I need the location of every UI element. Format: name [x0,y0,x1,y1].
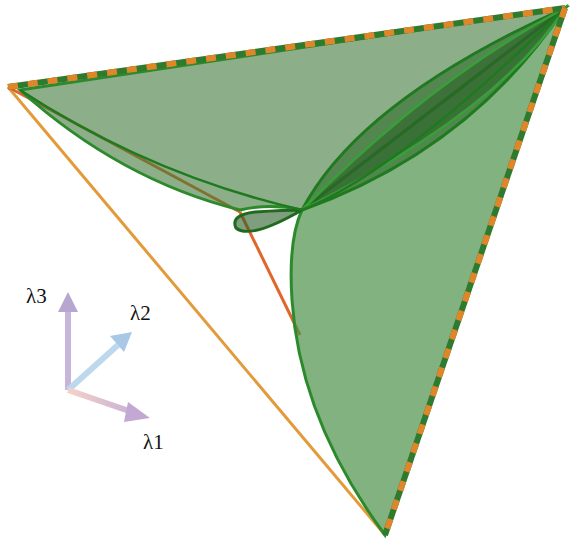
curve [20,90,302,210]
edge-line [385,8,565,535]
axis-label: λ1 [143,432,164,453]
axis-label: λ3 [26,286,47,307]
curve [235,210,302,231]
edge-line [385,8,565,535]
axis-label: λ2 [130,303,151,324]
surface [291,8,565,535]
axis-arrows [58,292,150,422]
edge-line [8,8,565,87]
edge-line [8,8,565,87]
